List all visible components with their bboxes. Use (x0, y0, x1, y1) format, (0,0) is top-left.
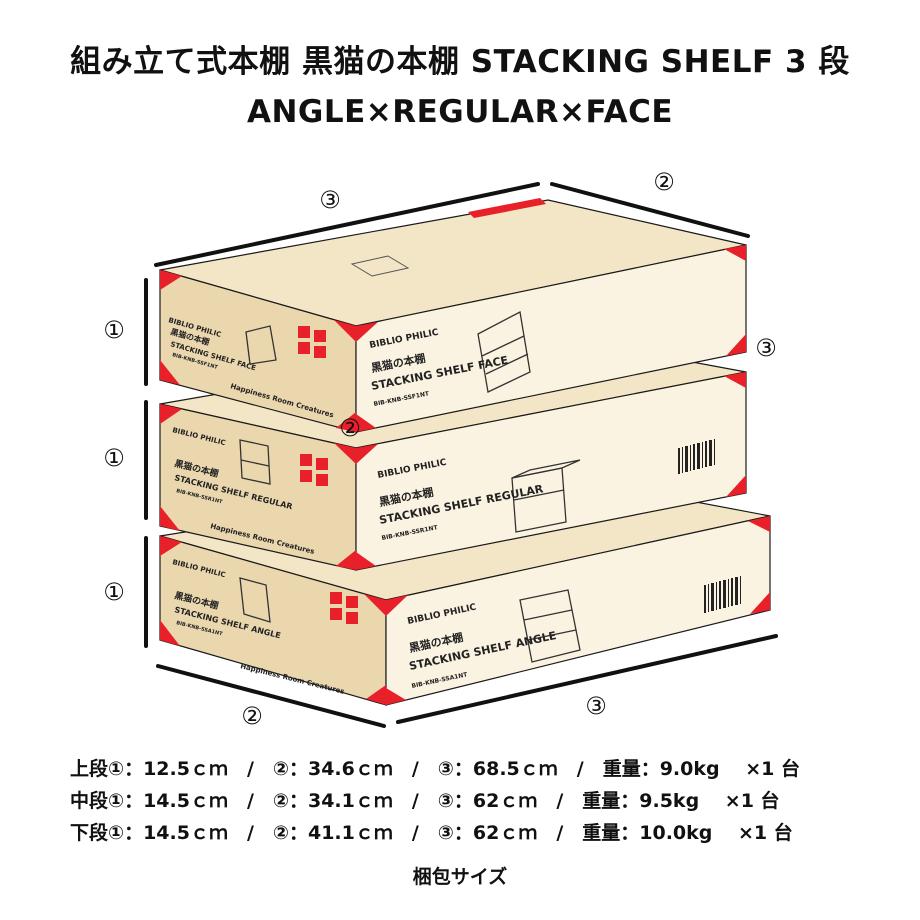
marker-height-middle: ① (103, 444, 125, 472)
top-box (159, 198, 747, 433)
marker-depth-mid: ② (339, 414, 361, 442)
marker-width-right: ③ (755, 334, 777, 362)
depth-line-bottom (156, 664, 386, 728)
bottom-care-icons (330, 592, 358, 624)
bottom-barcode-icon (704, 576, 741, 613)
product-subtitle: ANGLE×REGULAR×FACE (246, 94, 674, 130)
product-title: 組み立て式本棚 黒猫の本棚 STACKING SHELF 3 段 (70, 44, 850, 80)
marker-depth-bottom: ② (241, 702, 263, 730)
spec-lower: 下段①：14.5ｃｍ / ②：41.1ｃｍ / ③：62ｃｍ / 重量：10.0… (70, 822, 793, 844)
marker-height-top: ① (103, 316, 125, 344)
side-shelf-angle-illustration (239, 577, 271, 623)
marker-depth-top: ② (653, 168, 675, 196)
marker-width-bottom: ③ (585, 692, 607, 720)
top-red-label (468, 198, 546, 218)
top-care-icons (298, 326, 326, 358)
package-size-caption: 梱包サイズ (412, 866, 508, 888)
spec-middle: 中段①：14.5ｃｍ / ②：34.1ｃｍ / ③：62ｃｍ / 重量：9.5k… (70, 790, 780, 812)
side-shelf-face-illustration (245, 325, 277, 365)
width-line-top (154, 182, 540, 267)
width-line-bottom (396, 634, 778, 724)
middle-barcode-icon (678, 439, 715, 474)
dimension-lines (144, 182, 778, 728)
middle-care-icons (300, 454, 328, 486)
side-shelf-regular-illustration (239, 439, 271, 485)
shelf-regular-illustration (511, 459, 581, 533)
depth-line-top (550, 182, 750, 238)
top-lid-shelf-illustration (350, 255, 410, 277)
spec-upper: 上段①：12.5ｃｍ / ②：34.6ｃｍ / ③：68.5ｃｍ / 重量：9.… (70, 758, 800, 780)
shelf-angle-illustration (519, 589, 581, 663)
marker-width-top: ③ (319, 186, 341, 214)
marker-height-bottom: ① (103, 578, 125, 606)
shelf-face-illustration (477, 311, 531, 393)
